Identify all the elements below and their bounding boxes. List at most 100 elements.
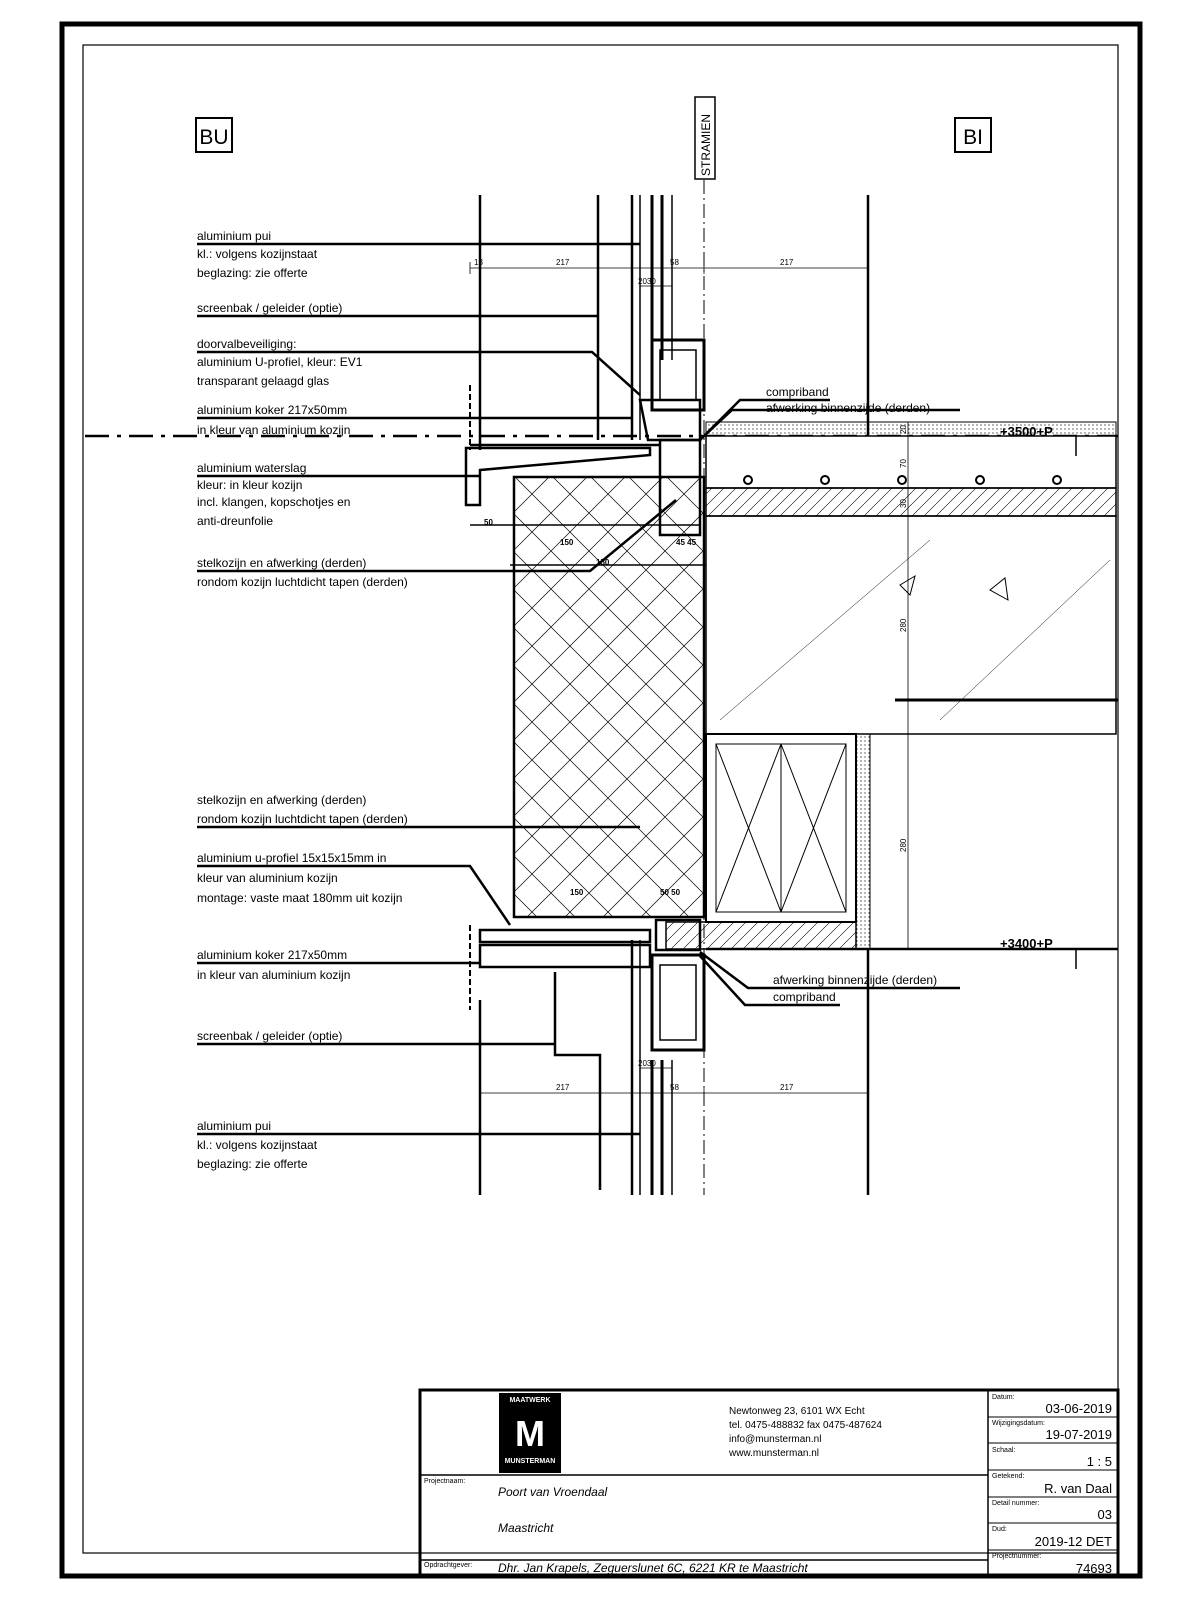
label-compriband-top: compriband — [766, 385, 829, 399]
detail-label: Detail nummer: — [992, 1500, 1040, 1507]
schaal-label: Schaal: — [992, 1447, 1015, 1454]
concrete-beam — [705, 515, 1118, 735]
inner-border — [82, 44, 1119, 1554]
svg-text:kleur: in kleur kozijn: kleur: in kleur kozijn — [197, 478, 302, 492]
dud-value: 2019-12 DET — [1035, 1534, 1112, 1549]
label-u-profiel: aluminium u-profiel 15x15x15mm in kleur … — [197, 851, 402, 905]
level-marker-upper: +3500+P — [1000, 424, 1077, 456]
svg-text:aluminium pui: aluminium pui — [197, 1119, 271, 1133]
svg-text:MAATWERK: MAATWERK — [509, 1397, 550, 1404]
dim-top-2: 217 — [556, 258, 570, 267]
datum-label: Datum: — [992, 1394, 1015, 1401]
wijziging-value: 19-07-2019 — [1046, 1427, 1113, 1442]
dim-top-3: 58 — [670, 258, 679, 267]
dim-misc-2: 150 — [560, 538, 574, 547]
dim-v-2: 70 — [899, 459, 908, 468]
svg-text:stelkozijn en afwerking (derde: stelkozijn en afwerking (derden) — [197, 793, 366, 807]
dim-misc-4: 150 — [596, 558, 610, 567]
svg-text:anti-dreunfolie: anti-dreunfolie — [197, 514, 273, 528]
insulation-panel — [512, 475, 706, 919]
svg-text:beglazing: zie offerte: beglazing: zie offerte — [197, 266, 308, 280]
marker-outside: BU — [195, 117, 233, 153]
level-lower-label: +3400+P — [1000, 936, 1053, 951]
dim-top-1: 13 — [474, 258, 483, 267]
dim-v-1: 20 — [899, 425, 908, 434]
opdrachtgever-label: Opdrachtgever: — [424, 1562, 472, 1569]
svg-text:aluminium U-profiel, kleur: EV: aluminium U-profiel, kleur: EV1 — [197, 355, 363, 369]
grid-marker-label: STRAMIEN — [699, 114, 713, 176]
projectnaam-label: Projectnaam: — [424, 1478, 465, 1485]
opdrachtgever: Dhr. Jan Krapels, Zeguerslunet 6C, 6221 … — [498, 1561, 808, 1575]
svg-text:screenbak / geleider (optie): screenbak / geleider (optie) — [197, 1029, 342, 1043]
svg-text:M: M — [515, 1413, 545, 1454]
level-marker-lower: +3400+P — [1000, 936, 1077, 969]
company-address: Newtonweg 23, 6101 WX Echt tel. 0475-488… — [728, 1406, 882, 1459]
dim-v-4: 280 — [899, 618, 908, 632]
label-aluminium-pui-top: aluminium pui kl.: volgens kozijnstaat b… — [197, 229, 318, 280]
dim-top-4: 217 — [780, 258, 794, 267]
dim-misc-6: 50 50 — [660, 888, 681, 897]
dim-misc-1: 50 — [484, 518, 493, 527]
label-koker-bottom: aluminium koker 217x50mm in kleur van al… — [197, 948, 350, 982]
schaal-value: 1 : 5 — [1087, 1454, 1112, 1469]
lower-timber-element — [665, 733, 871, 950]
title-block — [418, 1388, 1120, 1578]
label-stelkozijn-top: stelkozijn en afwerking (derden) rondom … — [197, 556, 408, 589]
svg-text:aluminium koker 217x50mm: aluminium koker 217x50mm — [197, 403, 347, 417]
label-waterslag: aluminium waterslag kleur: in kleur kozi… — [197, 461, 350, 528]
svg-text:kleur van aluminium kozijn: kleur van aluminium kozijn — [197, 871, 338, 885]
dim-bottom-1: 217 — [556, 1083, 570, 1092]
svg-text:aluminium pui: aluminium pui — [197, 229, 271, 243]
marker-inside: BI — [954, 117, 992, 153]
dim-bottom-2: 58 — [670, 1083, 679, 1092]
dim-top-small: 2030 — [638, 277, 656, 286]
detail-value: 03 — [1098, 1507, 1112, 1522]
dim-bottom-3: 217 — [780, 1083, 794, 1092]
svg-text:beglazing: zie offerte: beglazing: zie offerte — [197, 1157, 308, 1171]
svg-text:montage: vaste maat 180mm uit: montage: vaste maat 180mm uit kozijn — [197, 891, 402, 905]
marker-inside-label: BI — [963, 126, 983, 149]
svg-text:Newtonweg 23, 6101 WX Echt: Newtonweg 23, 6101 WX Echt — [729, 1406, 865, 1417]
label-afwerking-top: afwerking binnenzijde (derden) — [766, 401, 930, 415]
project-name: Poort van Vroendaal — [498, 1485, 608, 1499]
grid-marker: STRAMIEN — [694, 96, 716, 180]
svg-text:info@munsterman.nl: info@munsterman.nl — [729, 1434, 821, 1445]
dim-misc-3: 45 45 — [676, 538, 697, 547]
svg-text:tel. 0475-488832 fax 0475-487: tel. 0475-488832 fax 0475-487624 — [729, 1420, 882, 1431]
upper-window-frame — [469, 195, 870, 450]
upper-floor-slab — [705, 421, 1117, 517]
svg-text:in kleur van aluminium kozijn: in kleur van aluminium kozijn — [197, 423, 350, 437]
svg-text:kl.: volgens kozijnstaat: kl.: volgens kozijnstaat — [197, 1138, 318, 1152]
svg-text:rondom kozijn luchtdicht tapen: rondom kozijn luchtdicht tapen (derden) — [197, 575, 408, 589]
svg-text:kl.: volgens kozijnstaat: kl.: volgens kozijnstaat — [197, 247, 318, 261]
label-aluminium-pui-bottom: aluminium pui kl.: volgens kozijnstaat b… — [197, 1119, 318, 1171]
projectnummer-value: 74693 — [1076, 1561, 1112, 1576]
label-doorvalbeveiliging: doorvalbeveiliging: aluminium U-profiel,… — [197, 337, 363, 388]
marker-outside-label: BU — [199, 126, 228, 149]
label-afwerking-bottom: afwerking binnenzijde (derden) — [773, 973, 937, 987]
bottom-dimension-row — [479, 1067, 869, 1099]
svg-text:MUNSTERMAN: MUNSTERMAN — [505, 1458, 556, 1465]
project-place: Maastricht — [498, 1521, 554, 1535]
svg-text:screenbak / geleider (optie): screenbak / geleider (optie) — [197, 301, 342, 315]
leader-lines — [197, 242, 960, 1136]
wijziging-label: Wijzigingsdatum: — [992, 1420, 1045, 1427]
top-dimension-row — [469, 262, 869, 287]
label-compriband-bottom: compriband — [773, 990, 836, 1004]
dim-v-5: 280 — [899, 838, 908, 852]
projectnummer-label: Projectnummer: — [992, 1553, 1041, 1560]
lower-window-frame — [469, 918, 870, 1195]
dim-bottom-small: 2030 — [638, 1059, 656, 1068]
right-vertical-dimension — [902, 422, 914, 949]
label-screenbak-top: screenbak / geleider (optie) — [197, 301, 342, 315]
svg-text:aluminium waterslag: aluminium waterslag — [197, 461, 306, 475]
dim-misc-5: 150 — [570, 888, 584, 897]
svg-text:www.munsterman.nl: www.munsterman.nl — [728, 1448, 819, 1459]
getekend-label: Getekend: — [992, 1473, 1024, 1480]
svg-text:stelkozijn en afwerking (derde: stelkozijn en afwerking (derden) — [197, 556, 366, 570]
level-upper-label: +3500+P — [1000, 424, 1053, 439]
dim-v-3: 30 — [899, 499, 908, 508]
munsterman-logo: MAATWERK M MUNSTERMAN — [499, 1393, 561, 1473]
label-koker-top: aluminium koker 217x50mm in kleur van al… — [197, 403, 350, 437]
